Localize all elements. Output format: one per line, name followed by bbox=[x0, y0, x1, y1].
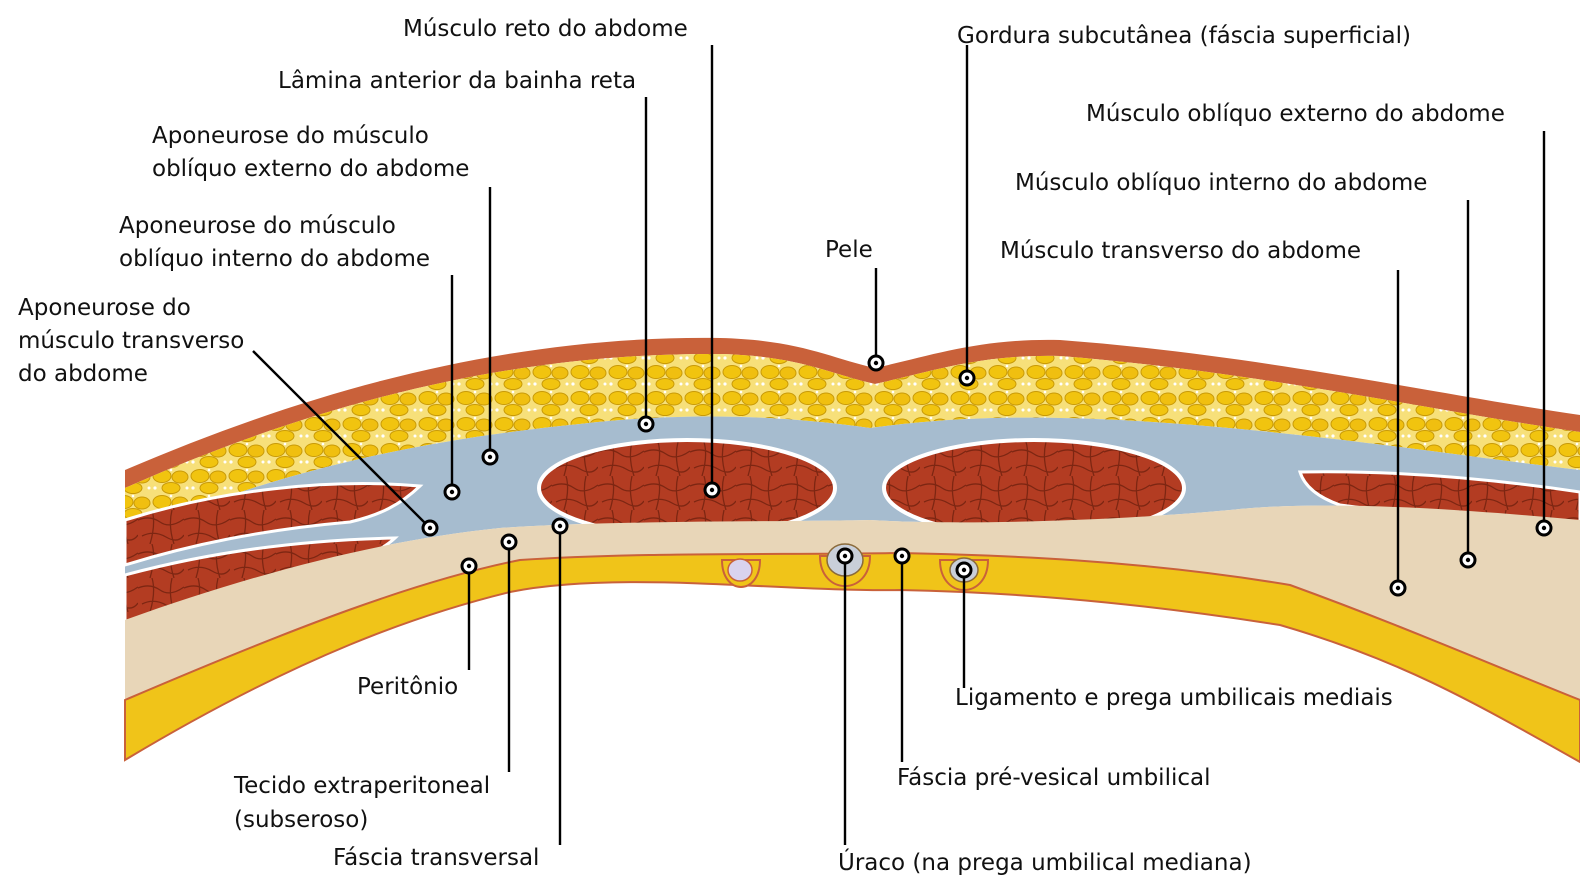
marker-int-oblique-muscle bbox=[1461, 553, 1475, 567]
marker-transversalis-fascia bbox=[553, 519, 567, 533]
label-int-oblique-muscle: Músculo oblíquo interno do abdome bbox=[1015, 170, 1427, 196]
label-medial-umbilical: Ligamento e prega umbilicais mediais bbox=[955, 685, 1393, 711]
label-subcutaneous-fat: Gordura subcutânea (fáscia superficial) bbox=[957, 23, 1411, 49]
label-ext-oblique-muscle: Músculo oblíquo externo do abdome bbox=[1086, 101, 1505, 127]
label-skin: Pele bbox=[825, 237, 873, 263]
marker-anterior-lamina bbox=[639, 417, 653, 431]
marker-extraperitoneal bbox=[502, 535, 516, 549]
marker-skin bbox=[869, 356, 883, 370]
label-transversalis-fascia: Fáscia transversal bbox=[333, 845, 539, 871]
marker-ext-oblique-aponeurosis bbox=[483, 450, 497, 464]
marker-rectus-muscle bbox=[705, 483, 719, 497]
marker-transversus-muscle bbox=[1391, 581, 1405, 595]
marker-ext-oblique-muscle bbox=[1537, 521, 1551, 535]
label-rectus-muscle: Músculo reto do abdome bbox=[403, 16, 688, 42]
marker-urachus bbox=[838, 549, 852, 563]
marker-int-oblique-aponeurosis bbox=[445, 485, 459, 499]
label-transversus-aponeurosis-line2: músculo transverso bbox=[18, 328, 244, 354]
label-anterior-lamina: Lâmina anterior da bainha reta bbox=[278, 68, 636, 94]
label-transversus-aponeurosis-line3: do abdome bbox=[18, 361, 148, 387]
label-urachus: Úraco (na prega umbilical mediana) bbox=[838, 848, 1252, 876]
label-peritoneum: Peritônio bbox=[357, 674, 458, 700]
label-transversus-aponeurosis-line1: Aponeurose do bbox=[18, 295, 191, 321]
label-extraperitoneal-line1: Tecido extraperitoneal bbox=[233, 773, 490, 799]
label-extraperitoneal-line2: (subseroso) bbox=[234, 807, 368, 833]
label-prevesical-fascia: Fáscia pré-vesical umbilical bbox=[897, 765, 1210, 791]
label-ext-oblique-aponeurosis-line1: Aponeurose do músculo bbox=[152, 123, 429, 149]
label-int-oblique-aponeurosis-line2: oblíquo interno do abdome bbox=[119, 246, 430, 272]
marker-medial-umbilical bbox=[957, 563, 971, 577]
marker-peritoneum bbox=[462, 559, 476, 573]
marker-prevesical-fascia bbox=[895, 549, 909, 563]
label-ext-oblique-aponeurosis-line2: oblíquo externo do abdome bbox=[152, 156, 469, 182]
marker-subcutaneous-fat bbox=[960, 371, 974, 385]
label-int-oblique-aponeurosis-line1: Aponeurose do músculo bbox=[119, 213, 396, 239]
marker-transversus-aponeurosis bbox=[423, 521, 437, 535]
label-transversus-muscle: Músculo transverso do abdome bbox=[1000, 238, 1361, 264]
